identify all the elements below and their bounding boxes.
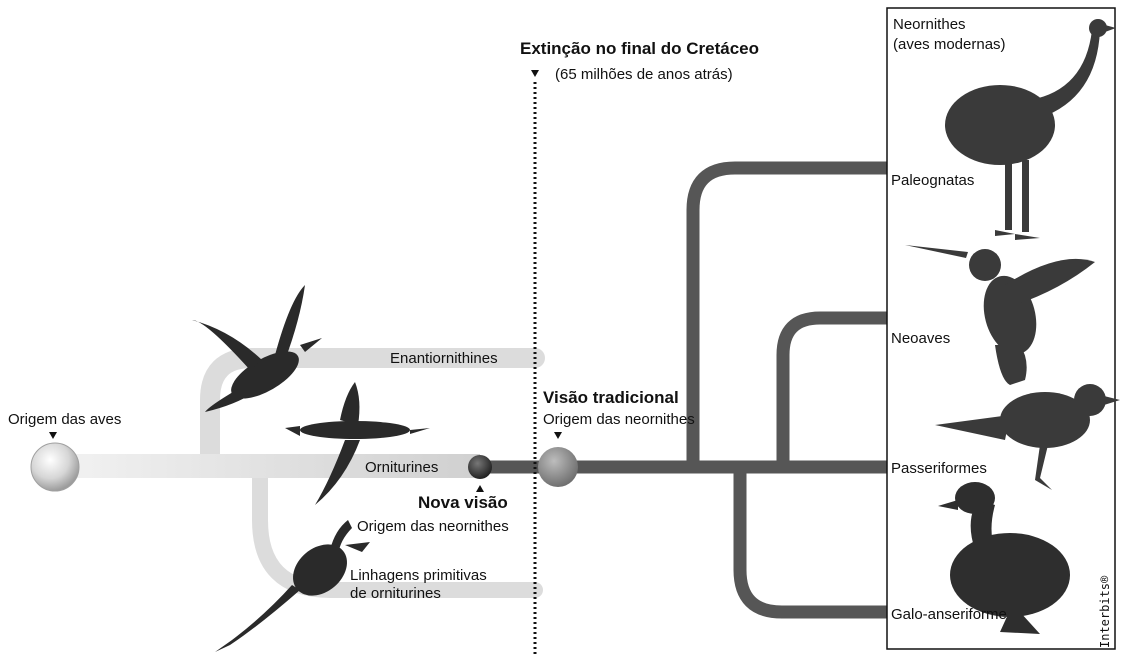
neornithes-branches [480, 168, 890, 612]
credit-label: Interbits® [1098, 576, 1112, 648]
ornithurines-label: Orniturines [365, 459, 438, 476]
traditional-view-subtitle: Origem das neornithes [543, 411, 695, 428]
primitive-lineages-line1: Linhagens primitivas [350, 567, 487, 584]
group-label-galloanserae: Galo-anseriforme [891, 606, 1007, 623]
enantiornithines-label: Enantiornithines [390, 350, 498, 367]
primitive-lineages-line2: de orniturines [350, 585, 441, 602]
new-view-node [468, 455, 492, 479]
bird-diving-icon [285, 382, 430, 505]
new-view-subtitle: Origem das neornithes [357, 518, 509, 535]
origin-label: Origem das aves [8, 411, 121, 428]
traditional-view-marker [554, 432, 562, 439]
neoaves-branch [783, 318, 888, 467]
neornithes-title: Neornithes [893, 16, 966, 33]
traditional-view-node [538, 447, 578, 487]
galloanserae-branch [740, 467, 888, 612]
new-view-title: Nova visão [418, 494, 508, 511]
extinction-marker [531, 70, 539, 77]
origin-node [31, 443, 79, 491]
group-label-neoaves: Neoaves [891, 330, 950, 347]
extinction-subtitle: (65 milhões de anos atrás) [555, 66, 733, 83]
new-view-marker [476, 485, 484, 492]
neornithes-subtitle: (aves modernas) [893, 36, 1006, 53]
extinction-title: Extinção no final do Cretáceo [520, 40, 759, 57]
group-label-passeriformes: Passeriformes [891, 460, 987, 477]
group-label-paleognathae: Paleognatas [891, 172, 974, 189]
traditional-view-title: Visão tradicional [543, 389, 679, 406]
origin-marker [49, 432, 57, 439]
